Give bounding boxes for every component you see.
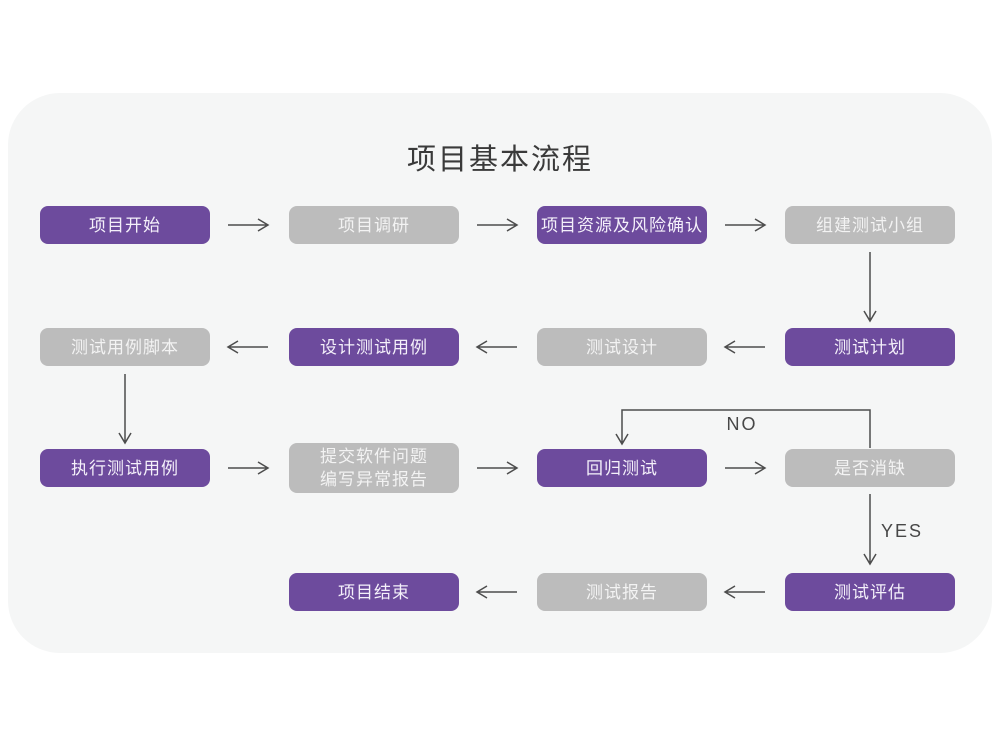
page-title: 项目基本流程 (406, 144, 593, 176)
node-test-plan: 测试计划 (785, 328, 955, 366)
node-resources-risk-confirm: 项目资源及风险确认 (537, 206, 707, 244)
node-regression-test: 回归测试 (537, 449, 707, 487)
node-project-start: 项目开始 (40, 206, 210, 244)
node-test-case-script: 测试用例脚本 (40, 328, 210, 366)
node-submit-issue-report: 提交软件问题 编写异常报告 (289, 443, 459, 493)
node-test-report: 测试报告 (537, 573, 707, 611)
node-design-test-cases: 设计测试用例 (289, 328, 459, 366)
branch-label-yes: YES (881, 521, 924, 541)
node-execute-test-cases: 执行测试用例 (40, 449, 210, 487)
node-defect-cleared: 是否消缺 (785, 449, 955, 487)
node-build-test-team: 组建测试小组 (785, 206, 955, 244)
flowchart-card (8, 93, 992, 653)
node-project-research: 项目调研 (289, 206, 459, 244)
node-project-end: 项目结束 (289, 573, 459, 611)
node-test-evaluation: 测试评估 (785, 573, 955, 611)
node-test-design: 测试设计 (537, 328, 707, 366)
branch-label-no: NO (726, 414, 758, 434)
